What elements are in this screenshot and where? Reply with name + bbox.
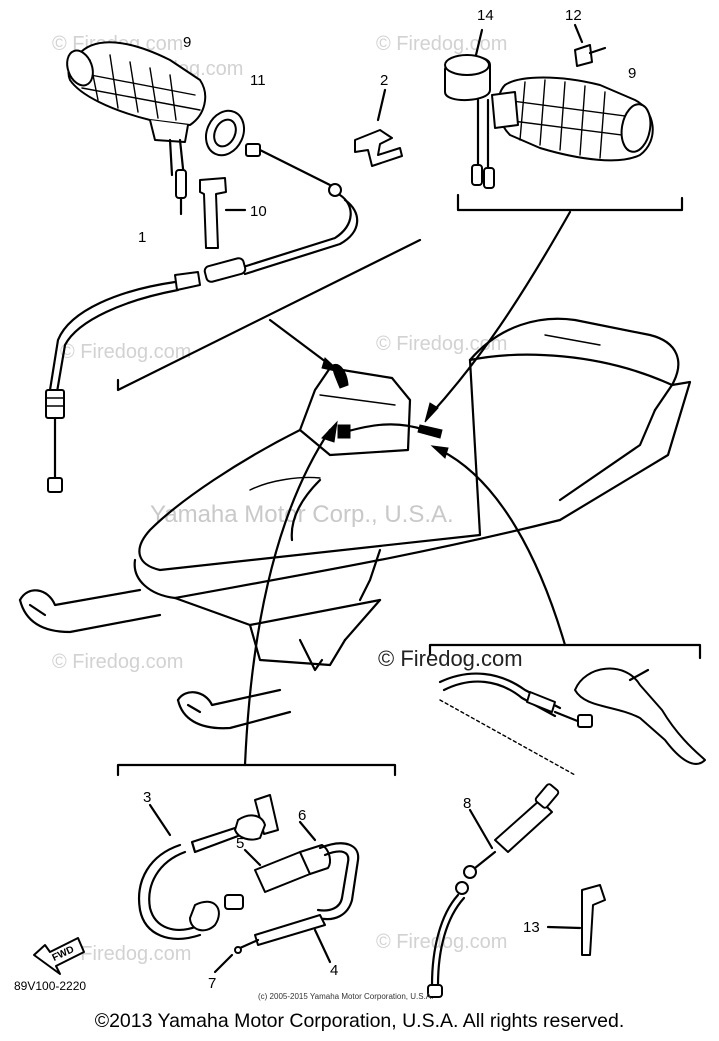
brake-lever xyxy=(438,667,706,765)
choke-assembly xyxy=(137,794,360,974)
grip-left xyxy=(66,41,207,216)
callout-9: 9 xyxy=(628,65,636,82)
callout-10: 10 xyxy=(250,203,267,220)
watermark-site: © Firedog.com xyxy=(60,943,191,965)
brake-cable-8 xyxy=(427,783,560,998)
callout-2: 2 xyxy=(380,72,388,89)
callout-5: 5 xyxy=(236,835,244,852)
drawing-code: 89V100-2220 xyxy=(14,979,86,993)
callout-4: 4 xyxy=(330,962,338,979)
copyright-footer: ©2013 Yamaha Motor Corporation, U.S.A. A… xyxy=(94,1010,625,1032)
callout-14: 14 xyxy=(477,7,494,24)
bolt-part-12 xyxy=(573,23,607,67)
watermark-center: Yamaha Motor Corp., U.S.A. xyxy=(150,501,454,528)
callout-13: 13 xyxy=(523,919,540,936)
ring-part-11 xyxy=(205,109,245,157)
callout-3: 3 xyxy=(143,789,151,806)
clip-part-10 xyxy=(199,177,247,249)
fwd-direction-arrow: FWD xyxy=(33,937,85,975)
cap-part-14 xyxy=(444,28,491,102)
throttle-cable-1 xyxy=(45,143,359,493)
callout-8: 8 xyxy=(463,795,471,812)
callout-11: 11 xyxy=(250,72,266,89)
callout-9: 9 xyxy=(183,34,191,51)
watermark-group: © Firedog.com © Firedog.com © Firedog.co… xyxy=(52,33,507,965)
watermark-site: © Firedog.com xyxy=(376,33,507,55)
grip-right xyxy=(471,76,654,189)
copyright-small: (c) 2005-2015 Yamaha Motor Corporation, … xyxy=(258,992,433,1001)
clip-part-2 xyxy=(354,88,403,167)
leader-lines xyxy=(116,193,702,777)
watermark-site-dark: © Firedog.com xyxy=(378,646,523,671)
callout-12: 12 xyxy=(565,7,582,24)
watermark-site: © Firedog.com xyxy=(52,651,183,673)
watermark-site: © Firedog.com xyxy=(376,333,507,355)
callout-1: 1 xyxy=(138,229,146,246)
callout-7: 7 xyxy=(208,975,216,992)
clip-part-13 xyxy=(546,884,606,956)
callout-6: 6 xyxy=(298,807,306,824)
watermark-site: © Firedog.com xyxy=(60,341,191,363)
callout-numbers: 9 11 2 10 1 14 12 9 3 5 6 4 7 8 13 xyxy=(138,7,636,992)
